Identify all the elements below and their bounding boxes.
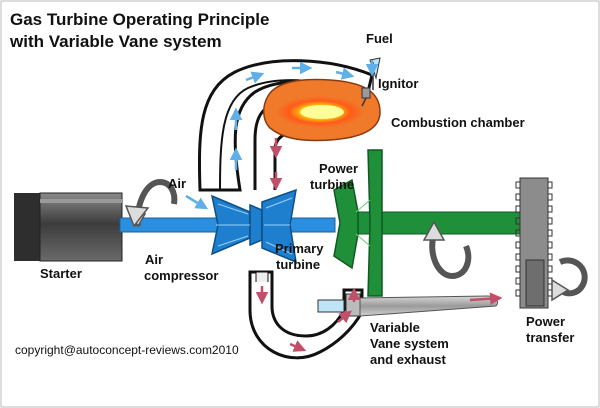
primary-turbine bbox=[261, 188, 297, 264]
power-turbine bbox=[333, 149, 383, 297]
starter-motor bbox=[14, 192, 123, 262]
label-ignitor: Ignitor bbox=[378, 76, 419, 91]
label-primary-turbine-2: turbine bbox=[276, 257, 321, 272]
label-power-transfer-2: transfer bbox=[526, 330, 575, 345]
label-air: Air bbox=[168, 176, 187, 191]
copyright-notice: copyright@autoconcept-reviews.com2010 bbox=[15, 343, 239, 357]
air-flow-arrows bbox=[185, 60, 379, 210]
rotation-arrow-transfer-icon bbox=[551, 257, 588, 302]
title-line-1: Gas Turbine Operating Principle bbox=[10, 10, 270, 29]
label-variable-vane-1: Variable bbox=[370, 320, 420, 335]
label-power-transfer-1: Power bbox=[526, 314, 566, 329]
label-variable-vane-3: and exhaust bbox=[370, 352, 446, 367]
label-air-compressor-1: Air bbox=[145, 252, 164, 267]
label-power-turbine-2: turbine bbox=[310, 177, 355, 192]
rotation-arrow-starter-icon bbox=[124, 178, 178, 228]
label-primary-turbine-1: Primary bbox=[275, 241, 324, 256]
power-transfer-gear bbox=[515, 177, 553, 309]
ignitor bbox=[361, 87, 371, 107]
air-compressor bbox=[210, 194, 263, 256]
label-starter: Starter bbox=[40, 266, 82, 281]
label-air-compressor-2: compressor bbox=[144, 268, 219, 283]
title-line-2: with Variable Vane system bbox=[10, 32, 222, 51]
label-fuel: Fuel bbox=[366, 31, 393, 46]
combustion-chamber bbox=[263, 78, 381, 142]
label-power-turbine-1: Power bbox=[319, 161, 359, 176]
label-combustion-chamber: Combustion chamber bbox=[391, 115, 525, 130]
rotation-arrow-power-icon bbox=[422, 220, 472, 280]
hot-gas-arrows bbox=[255, 138, 503, 352]
label-variable-vane-2: Vane system bbox=[370, 336, 449, 351]
